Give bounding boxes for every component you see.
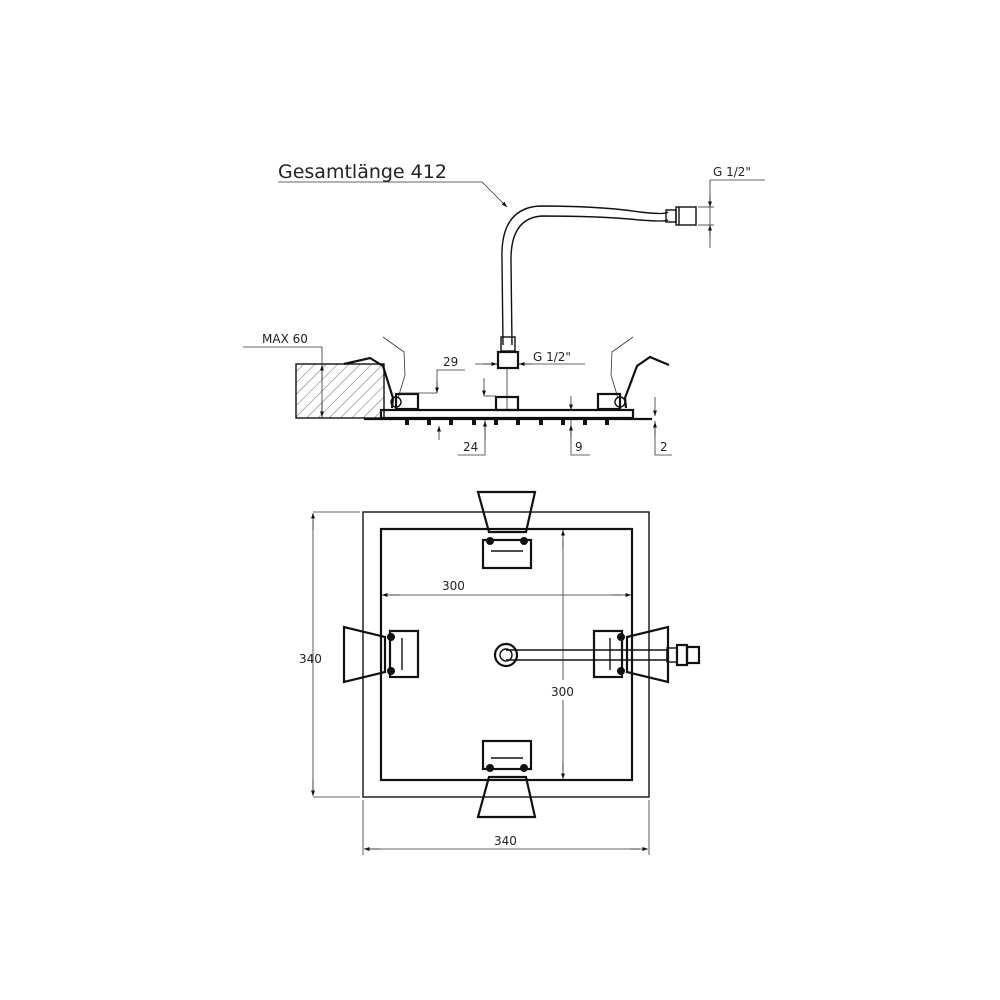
clamp-top: [476, 490, 537, 570]
clamp-bottom: [476, 739, 537, 819]
top-view: 340 340 300 300: [299, 490, 701, 855]
inner-width-label: 300: [442, 579, 465, 593]
clamp-left: [342, 625, 420, 684]
clamp-right: [592, 625, 670, 684]
inner-plate: [379, 527, 634, 782]
dim-9-label: 9: [575, 440, 583, 454]
outer-width-label: 340: [494, 834, 517, 848]
dim-29-label: 29: [443, 355, 458, 369]
inlet-fitting: [496, 350, 520, 370]
side-view: Gesamtlänge 412 G 1/2" G 1/2": [243, 161, 765, 456]
right-clip: [596, 336, 670, 411]
hose-top-view: [493, 642, 701, 668]
hose-thread-dim: [709, 179, 765, 248]
inlet-thread-label: G 1/2": [533, 350, 571, 364]
outer-frame: [362, 511, 650, 798]
hose-thread-label: G 1/2": [713, 165, 751, 179]
inner-height-label: 300: [551, 685, 574, 699]
shower-plate: [379, 408, 635, 420]
outer-height-label: 340: [299, 652, 322, 666]
hose-length-leader: [278, 181, 508, 208]
ceiling-section: [295, 363, 385, 419]
nozzles: [405, 420, 609, 425]
wall-max-label: MAX 60: [262, 332, 308, 346]
hose: [501, 205, 697, 346]
dim-24-label: 24: [463, 440, 478, 454]
dim-2-label: 2: [660, 440, 668, 454]
hose-length-label: Gesamtlänge 412: [278, 161, 447, 183]
left-clip: [343, 336, 420, 411]
